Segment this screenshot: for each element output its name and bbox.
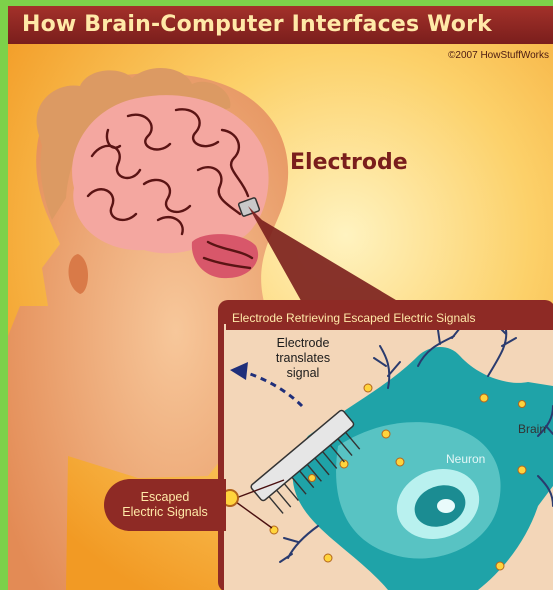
copyright-notice: ©2007 HowStuffWorks — [448, 50, 549, 61]
neuron-label: Neuron — [446, 452, 485, 466]
translates-signal-label: Electrode translates signal — [258, 336, 348, 381]
translates-line-1: Electrode — [258, 336, 348, 351]
electrode-label: Electrode — [290, 150, 408, 175]
brain-label: Brain — [518, 422, 546, 436]
brain — [72, 95, 268, 253]
diagram-frame: How Brain-Computer Interfaces Work ©2007… — [8, 6, 553, 590]
escaped-signals-label: Escaped Electric Signals — [104, 479, 226, 531]
title-banner: How Brain-Computer Interfaces Work — [8, 6, 553, 44]
inset-title: Electrode Retrieving Escaped Electric Si… — [226, 306, 553, 330]
escaped-line-1: Escaped — [104, 490, 226, 505]
nucleolus — [437, 499, 455, 513]
translates-line-2: translates — [258, 351, 348, 366]
translates-line-3: signal — [258, 366, 348, 381]
illustration — [8, 6, 553, 590]
escaped-line-2: Electric Signals — [104, 505, 226, 520]
diagram-title: How Brain-Computer Interfaces Work — [22, 12, 492, 37]
